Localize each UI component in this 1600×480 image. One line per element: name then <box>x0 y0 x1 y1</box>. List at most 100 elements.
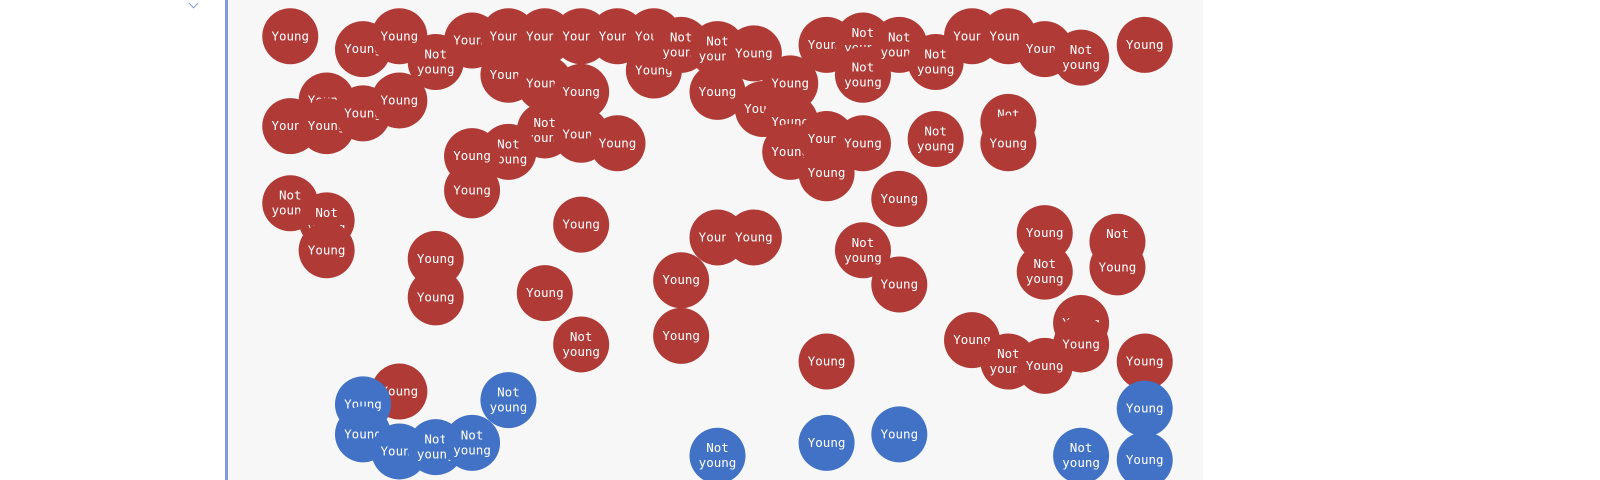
bubble-label: Young <box>308 242 346 257</box>
bubble-point: Young <box>1116 380 1173 437</box>
bubble-label: Young <box>662 328 700 343</box>
bubble-circle <box>798 145 855 202</box>
bubble-circle <box>653 252 710 309</box>
bubble-label: young <box>562 344 600 359</box>
bubble-label: Not <box>424 432 447 447</box>
bubble-label: Young <box>1126 401 1164 416</box>
bubble-circle <box>298 222 355 279</box>
bubble-label: Young <box>453 148 491 163</box>
bubble-point: Young <box>262 8 319 65</box>
bubble-circle <box>589 115 646 172</box>
bubble-point: Young <box>871 406 928 463</box>
bubble-circle <box>553 63 610 120</box>
bubble-point: Young <box>871 256 928 313</box>
bubble-label: Not <box>570 329 593 344</box>
bubble-label: young <box>453 442 491 457</box>
bubble-label: Not <box>852 235 875 250</box>
bubble-label: Not <box>315 205 338 220</box>
bubble-label: young <box>699 455 737 470</box>
bubble-circle <box>1053 29 1110 86</box>
bubble-label: Young <box>771 114 809 129</box>
bubble-circle <box>262 8 319 65</box>
bubble-label: Young <box>381 384 419 399</box>
bubble-label: Not <box>1106 226 1129 241</box>
bubble-label: Young <box>417 289 455 304</box>
bubble-label: young <box>1026 271 1064 286</box>
bubble-circle <box>689 427 746 480</box>
bubble-point: Young <box>1053 316 1110 373</box>
bubble-label: Not <box>852 25 875 40</box>
bubble-label: Young <box>771 75 809 90</box>
bubble-point: Young <box>553 63 610 120</box>
bubble-point: Young <box>553 196 610 253</box>
bubble-circle <box>444 162 501 219</box>
bubble-circle <box>798 333 855 390</box>
bubble-label: young <box>917 139 955 154</box>
bubble-circle <box>553 196 610 253</box>
bubble-label: Young <box>599 135 637 150</box>
bubble-circle <box>871 170 928 227</box>
bubble-label: Young <box>699 84 737 99</box>
bubble-label: Young <box>662 272 700 287</box>
bubble-label: Not <box>497 136 520 151</box>
y-axis-line <box>225 0 228 480</box>
bubble-label: Young <box>735 229 773 244</box>
bubble-circle <box>407 269 464 326</box>
bubble-point: Young <box>589 115 646 172</box>
bubble-label: Young <box>344 41 382 56</box>
bubble-label: young <box>1062 455 1100 470</box>
bubble-point: Young <box>689 63 746 120</box>
bubble-label: Not <box>924 46 947 61</box>
bubble-point: Young <box>1016 205 1073 262</box>
bubble-label: Young <box>308 118 346 133</box>
bubble-circle <box>553 316 610 373</box>
bubble-label: Young <box>381 28 419 43</box>
bubble-point: Young <box>871 170 928 227</box>
bubble-label: Young <box>953 332 991 347</box>
bubble-label: Young <box>771 144 809 159</box>
bubble-label: young <box>1062 57 1100 72</box>
bubble-label: Not <box>497 385 520 400</box>
bubble-label: Young <box>271 28 309 43</box>
bubble-point: Young <box>1116 333 1173 390</box>
bubble-label: Young <box>417 251 455 266</box>
bubble-circle <box>689 63 746 120</box>
bubble-label: Young <box>1026 358 1064 373</box>
bubble-point: Young <box>725 209 782 266</box>
bubble-circle <box>834 222 891 279</box>
bubble-label: Young <box>844 135 882 150</box>
bubble-point: Young <box>407 269 464 326</box>
bubble-label: Not <box>997 346 1020 361</box>
bubble-label: Not <box>1070 440 1093 455</box>
bubble-circle <box>1116 16 1173 73</box>
bubble-label: Not <box>706 440 729 455</box>
bubble-circle <box>1053 427 1110 480</box>
bubble-circle <box>798 414 855 471</box>
bubble-circle <box>871 256 928 313</box>
bubble-label: Not <box>534 115 557 130</box>
bubble-circle <box>371 72 428 129</box>
bubble-point: Young <box>1089 239 1146 296</box>
bubble-point: Young <box>653 252 710 309</box>
bubble-circle <box>1116 432 1173 480</box>
bubble-circle <box>653 307 710 364</box>
bubble-point: Young <box>798 414 855 471</box>
bubble-label: Young <box>1126 354 1164 369</box>
bubble-circle <box>871 406 928 463</box>
bubble-point: Young <box>1116 432 1173 480</box>
bubble-point: Young <box>1116 16 1173 73</box>
bubble-circle <box>1116 333 1173 390</box>
bubble-label: Young <box>453 182 491 197</box>
bubble-label: Young <box>808 165 846 180</box>
bubble-label: Young <box>1026 225 1064 240</box>
bubble-label: Not <box>424 46 447 61</box>
bubble-label: Young <box>880 277 918 292</box>
bubble-point: Young <box>798 145 855 202</box>
